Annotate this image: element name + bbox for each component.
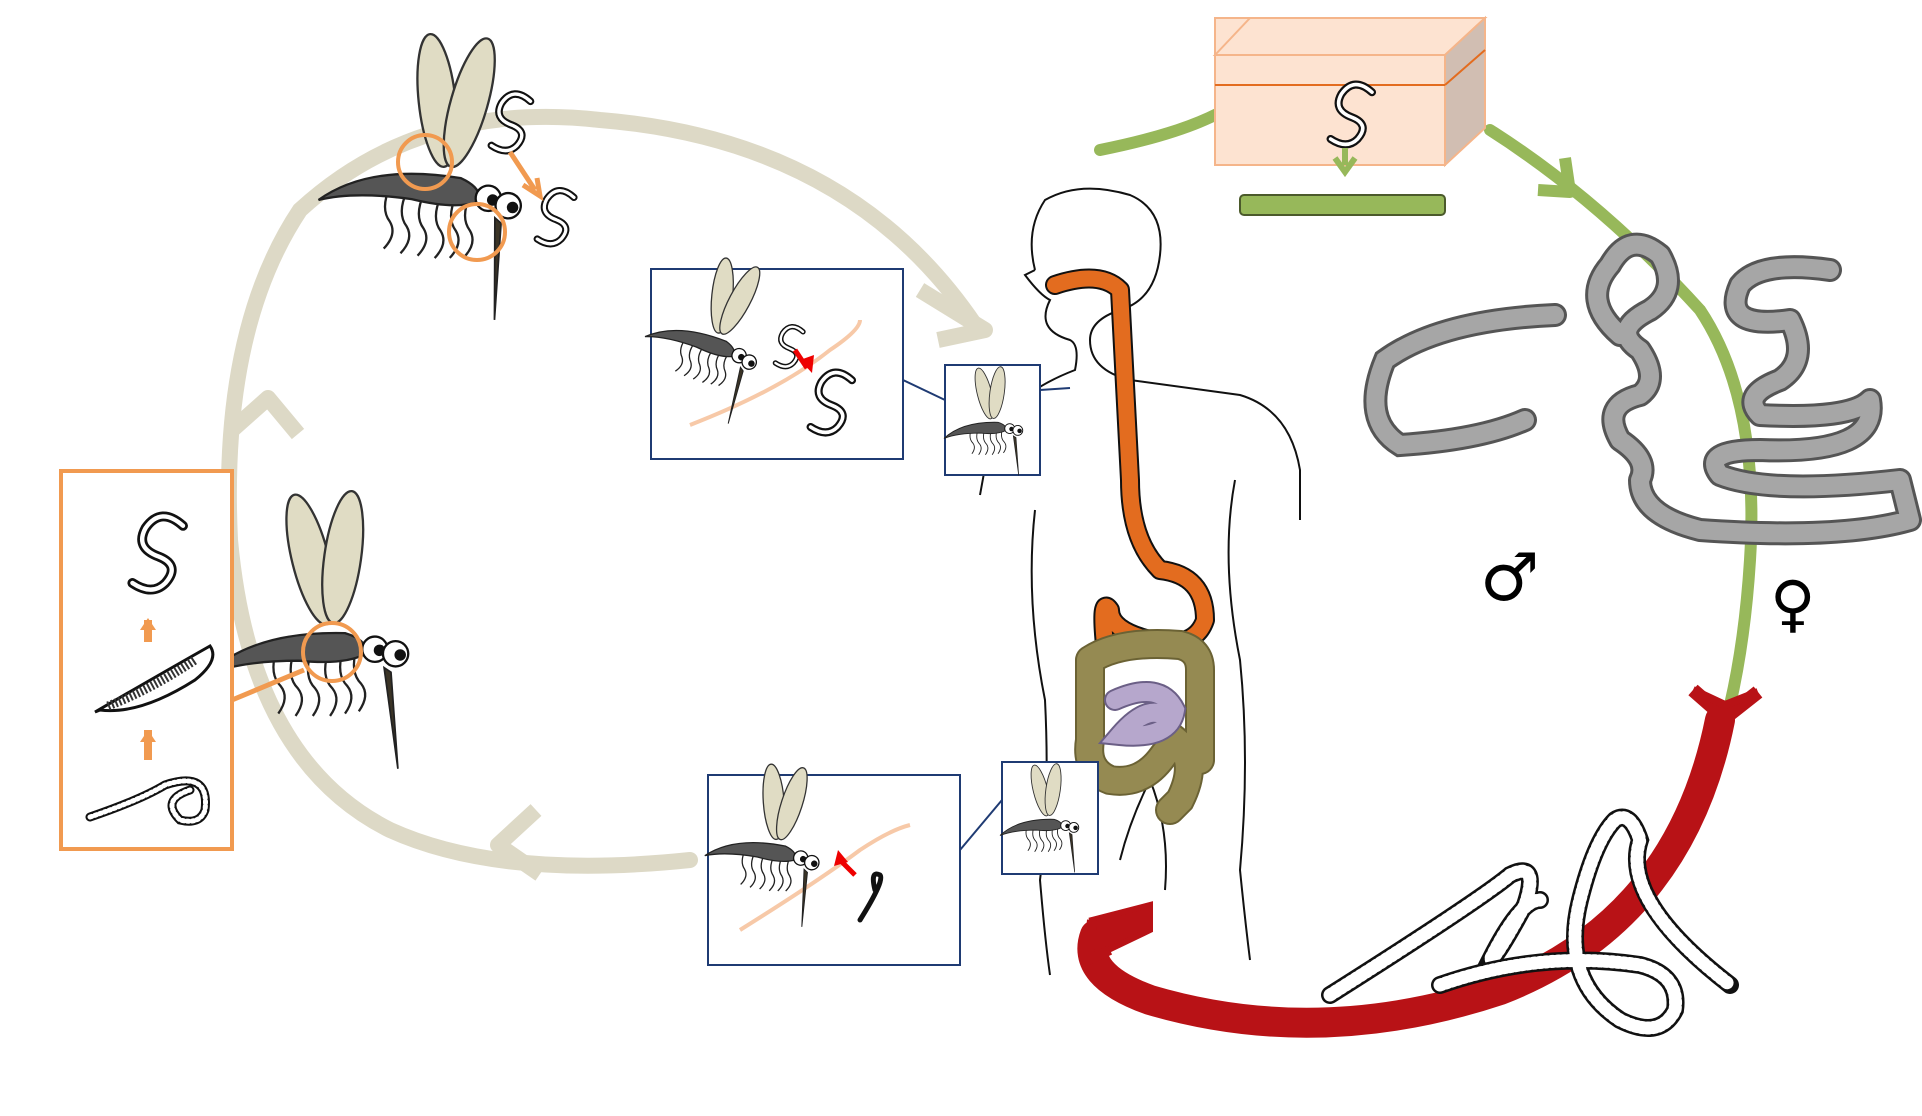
mosquito-icon	[205, 487, 410, 770]
lymphatic-arrowhead	[1537, 157, 1576, 198]
male-symbol: ♂	[1480, 539, 1539, 616]
lymph-node-icon	[1212, 15, 1488, 178]
microfilaria-icon	[85, 776, 210, 826]
bloodstream-arrowhead	[1088, 901, 1153, 960]
adult-female-worm-icon	[1585, 232, 1922, 546]
mosquito-icon	[304, 14, 574, 323]
highlight-circle	[447, 202, 507, 262]
blood-meal-inset	[694, 751, 961, 966]
female-symbol: ♀	[1770, 567, 1815, 640]
sausage-larva-icon	[94, 644, 215, 714]
bloodstream-arrowhead-outline	[1082, 919, 1113, 969]
mosquito-stage-cycle-arrow	[220, 108, 983, 874]
highlight-circle	[301, 621, 363, 683]
microfilaria-icon	[1321, 808, 1739, 1037]
bite-transmission-inset	[626, 237, 904, 460]
red-chevron-top	[1691, 686, 1760, 710]
larval-development-panel	[59, 469, 234, 851]
adult-male-worm-icon	[1363, 303, 1567, 458]
cycle-arrowhead	[226, 390, 305, 440]
cycle-arrowhead	[490, 804, 545, 881]
cycle-arrowhead	[915, 283, 993, 348]
highlight-circle	[396, 133, 454, 191]
bloodstream-arrow	[1077, 705, 1735, 1038]
lymphatic-vessel	[1239, 194, 1446, 216]
